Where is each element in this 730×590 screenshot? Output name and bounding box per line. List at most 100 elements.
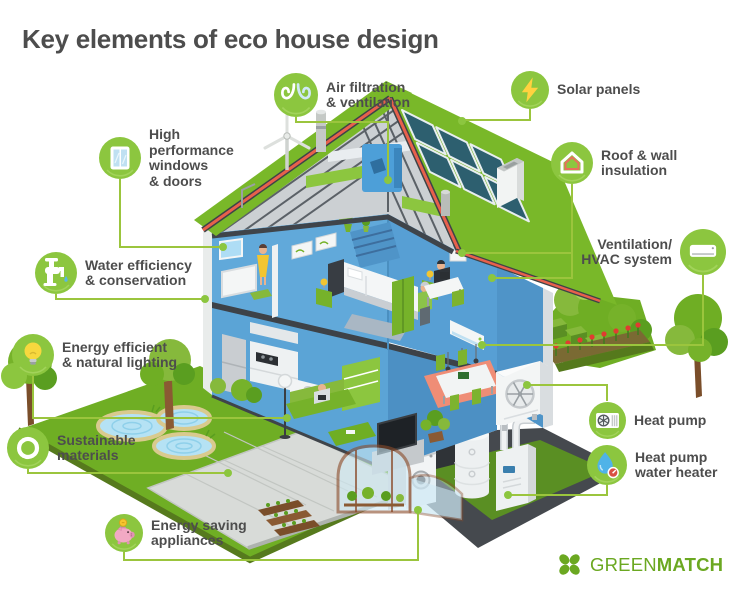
floor-lamp <box>277 373 293 439</box>
label-line: Ventilation/ <box>597 235 672 252</box>
label-line: & conservation <box>85 272 187 288</box>
label-text: Ventilation/HVAC system <box>568 235 672 268</box>
pendant-lights <box>445 344 479 372</box>
connector-windows <box>119 179 227 251</box>
greenhouse <box>336 444 464 522</box>
label-text: Energy efficient& natural lighting <box>62 338 178 371</box>
dining-area <box>420 344 504 443</box>
chair <box>472 388 481 405</box>
home-office <box>392 249 467 336</box>
piggy-bank-icon <box>105 514 143 552</box>
lightning-icon <box>511 71 549 109</box>
label-line: High <box>149 126 181 142</box>
label-heat-pump: Heat pump <box>589 402 706 439</box>
label-text: Air filtration& ventilation <box>326 79 411 111</box>
label-line: & doors <box>149 172 202 189</box>
recycle-leaf-icon <box>7 427 49 469</box>
label-line: Energy efficient <box>62 338 168 355</box>
label-line: & ventilation <box>326 94 411 110</box>
upper-floor-wall <box>212 214 388 350</box>
label-text: Heat pump <box>634 412 706 429</box>
label-line: Solar panels <box>557 81 641 98</box>
label-line: water heater <box>635 464 718 480</box>
light-bulb-icon <box>12 334 54 376</box>
label-line: HVAC system <box>581 251 672 267</box>
label-energy-efficient-lighting: Energy efficient& natural lighting <box>12 334 177 376</box>
connector-lighting <box>32 376 291 422</box>
roof <box>194 81 617 305</box>
label-line: Sustainable <box>57 431 136 448</box>
page-title: Key elements of eco house design <box>22 24 439 54</box>
connector-water <box>55 294 209 303</box>
stairs <box>350 222 400 268</box>
person-bathroom <box>257 244 269 285</box>
label-line: performance <box>149 141 234 158</box>
insulated-house-icon <box>551 142 593 184</box>
label-text: Water efficiency& conservation <box>85 256 192 289</box>
label-water-efficiency: Water efficiency& conservation <box>35 252 192 294</box>
house <box>194 81 617 475</box>
bush <box>210 378 226 394</box>
logo-text-match: MATCH <box>656 553 724 575</box>
ac-unit-icon <box>680 229 726 275</box>
cooktop <box>256 352 278 366</box>
greenmatch-logo: GREENMATCH <box>556 551 723 578</box>
houseplant <box>420 410 450 443</box>
clover-icon <box>556 551 583 578</box>
connector-hvac <box>478 275 704 349</box>
connector-insulation <box>458 184 573 282</box>
tulip-bed <box>545 322 654 372</box>
left-wall-edge <box>203 222 212 395</box>
label-line: Roof & wall <box>601 146 678 163</box>
label-air-filtration: Air filtration& ventilation <box>274 73 410 117</box>
chair <box>436 354 445 371</box>
bathtub <box>221 263 257 299</box>
bush <box>246 387 262 403</box>
upper-cabinets <box>250 322 298 344</box>
right-garden <box>536 276 728 398</box>
label-ventilation-hvac: Ventilation/HVAC system <box>568 229 726 275</box>
connector-heat-pump <box>523 381 608 401</box>
label-line: appliances <box>151 532 224 548</box>
label-solar-panels: Solar panels <box>511 71 640 109</box>
person-sofa <box>314 384 330 404</box>
heat-pump-icon <box>589 402 626 439</box>
roof-insulation-layer <box>202 96 391 232</box>
label-line: insulation <box>601 162 668 178</box>
partition-wall <box>272 244 278 318</box>
chimney <box>497 158 524 208</box>
connector-solar-panels <box>458 109 531 125</box>
air-swirl-icon <box>274 73 318 117</box>
logo-text-green: GREEN <box>590 553 657 575</box>
water-drop-gauge-icon <box>587 445 627 485</box>
window-icon <box>99 137 141 179</box>
nightstand <box>316 278 332 308</box>
garden-beds <box>258 499 320 536</box>
connector-air-filtration <box>295 117 392 184</box>
label-line: Water efficiency <box>85 256 192 273</box>
desk <box>424 277 464 299</box>
bath-mat <box>250 289 272 300</box>
attic <box>211 100 455 255</box>
roof-insulation-layer <box>388 97 461 252</box>
connector-hpwh <box>504 485 608 499</box>
connector-appliances <box>123 506 422 561</box>
label-line: & natural lighting <box>62 354 178 370</box>
chair <box>450 394 459 411</box>
roof-vent-pipe <box>316 109 326 152</box>
monitor <box>440 272 449 279</box>
connector-sustainable <box>27 469 232 477</box>
chair <box>458 349 467 366</box>
label-text: Solar panels <box>557 82 640 98</box>
